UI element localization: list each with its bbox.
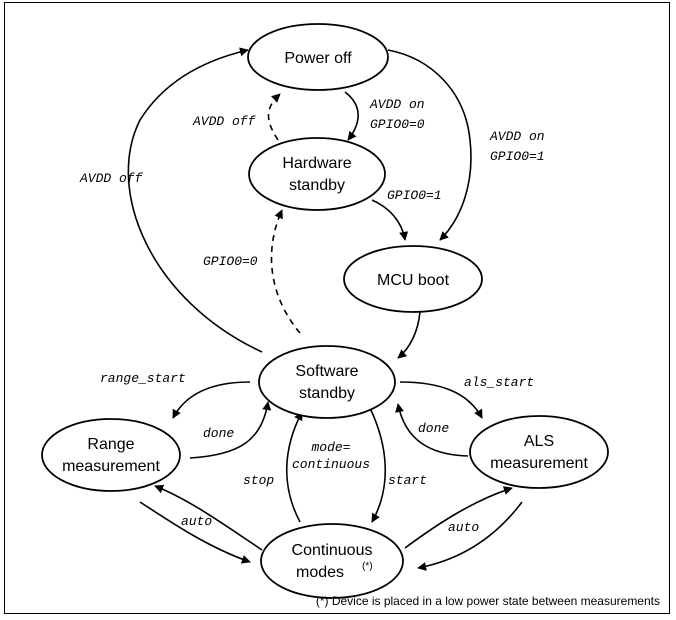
state-als-measurement: ALS measurement [469,415,609,489]
state-power-off: Power off [247,23,389,91]
edge-als-to-continuous [417,501,523,571]
edge-continuous-to-als [404,486,513,549]
label-range-start: range_start [100,371,186,386]
label-gpio0-1: GPIO0=1 [387,188,442,203]
label-als-done: done [418,421,449,436]
state-hardware-standby: Hardware standby [248,137,386,211]
continuous-footnote-marker: (*) [362,561,373,572]
state-range-measurement-label-line1: Range [87,436,134,453]
edge-gpio0-0 [270,209,301,334]
edge-avdd-off-hw [267,93,281,141]
edge-start [369,407,387,523]
label-avdd-off-left: AVDD off [79,171,144,186]
state-range-measurement-label-line2: measurement [62,458,160,475]
label-avdd-on-gpio0-0-line1: AVDD on [369,97,425,112]
edge-stop [285,411,303,523]
label-stop: stop [243,473,274,488]
state-software-standby-label-line2: standby [299,385,355,402]
diagram-frame [4,2,670,614]
label-range-done: done [203,426,234,441]
state-continuous-modes: Continuous modes (*) [260,523,404,599]
state-hardware-standby-label-line2: standby [289,177,345,194]
state-software-standby: Software standby [258,345,396,419]
label-als-start: als_start [464,375,534,390]
label-mode-continuous-line1: mode= [311,440,350,455]
state-software-standby-label-line1: Software [295,363,358,380]
label-avdd-on-gpio0-0-line2: GPIO0=0 [370,117,425,132]
edge-mcu-boot-to-sw-standby [397,311,421,359]
edge-range-start [172,381,251,419]
state-continuous-modes-label-line2: modes [296,564,344,581]
edge-range-to-continuous [139,501,251,564]
edge-gpio0-1 [371,199,409,241]
label-auto-right: auto [448,520,479,535]
label-gpio0-0: GPIO0=0 [203,254,258,269]
state-mcu-boot-label: MCU boot [377,272,450,289]
edge-continuous-to-range [154,484,263,551]
label-auto-left: auto [181,514,212,529]
label-avdd-on-gpio0-1-line1: AVDD on [489,129,545,144]
state-mcu-boot: MCU boot [343,245,483,313]
edge-als-start [399,381,483,419]
label-avdd-on-gpio0-1-line2: GPIO0=1 [490,149,545,164]
label-avdd-off-hw: AVDD off [192,114,257,129]
label-start: start [388,473,427,488]
state-continuous-modes-label-line1: Continuous [292,542,373,559]
state-als-measurement-label-line2: measurement [490,455,588,472]
state-als-measurement-label-line1: ALS [524,433,554,450]
edge-avdd-off-left [127,47,263,353]
edge-avdd-on-gpio0-1 [387,49,472,241]
state-range-measurement: Range measurement [41,418,181,492]
state-hardware-standby-label-line1: Hardware [282,155,351,172]
label-mode-continuous-line2: continuous [292,457,370,472]
edge-als-done [395,403,469,457]
edge-avdd-on-gpio0-0 [344,91,359,141]
footnote: (*) Device is placed in a low power stat… [316,594,660,608]
state-power-off-label: Power off [284,50,352,67]
edge-range-done [189,401,272,459]
